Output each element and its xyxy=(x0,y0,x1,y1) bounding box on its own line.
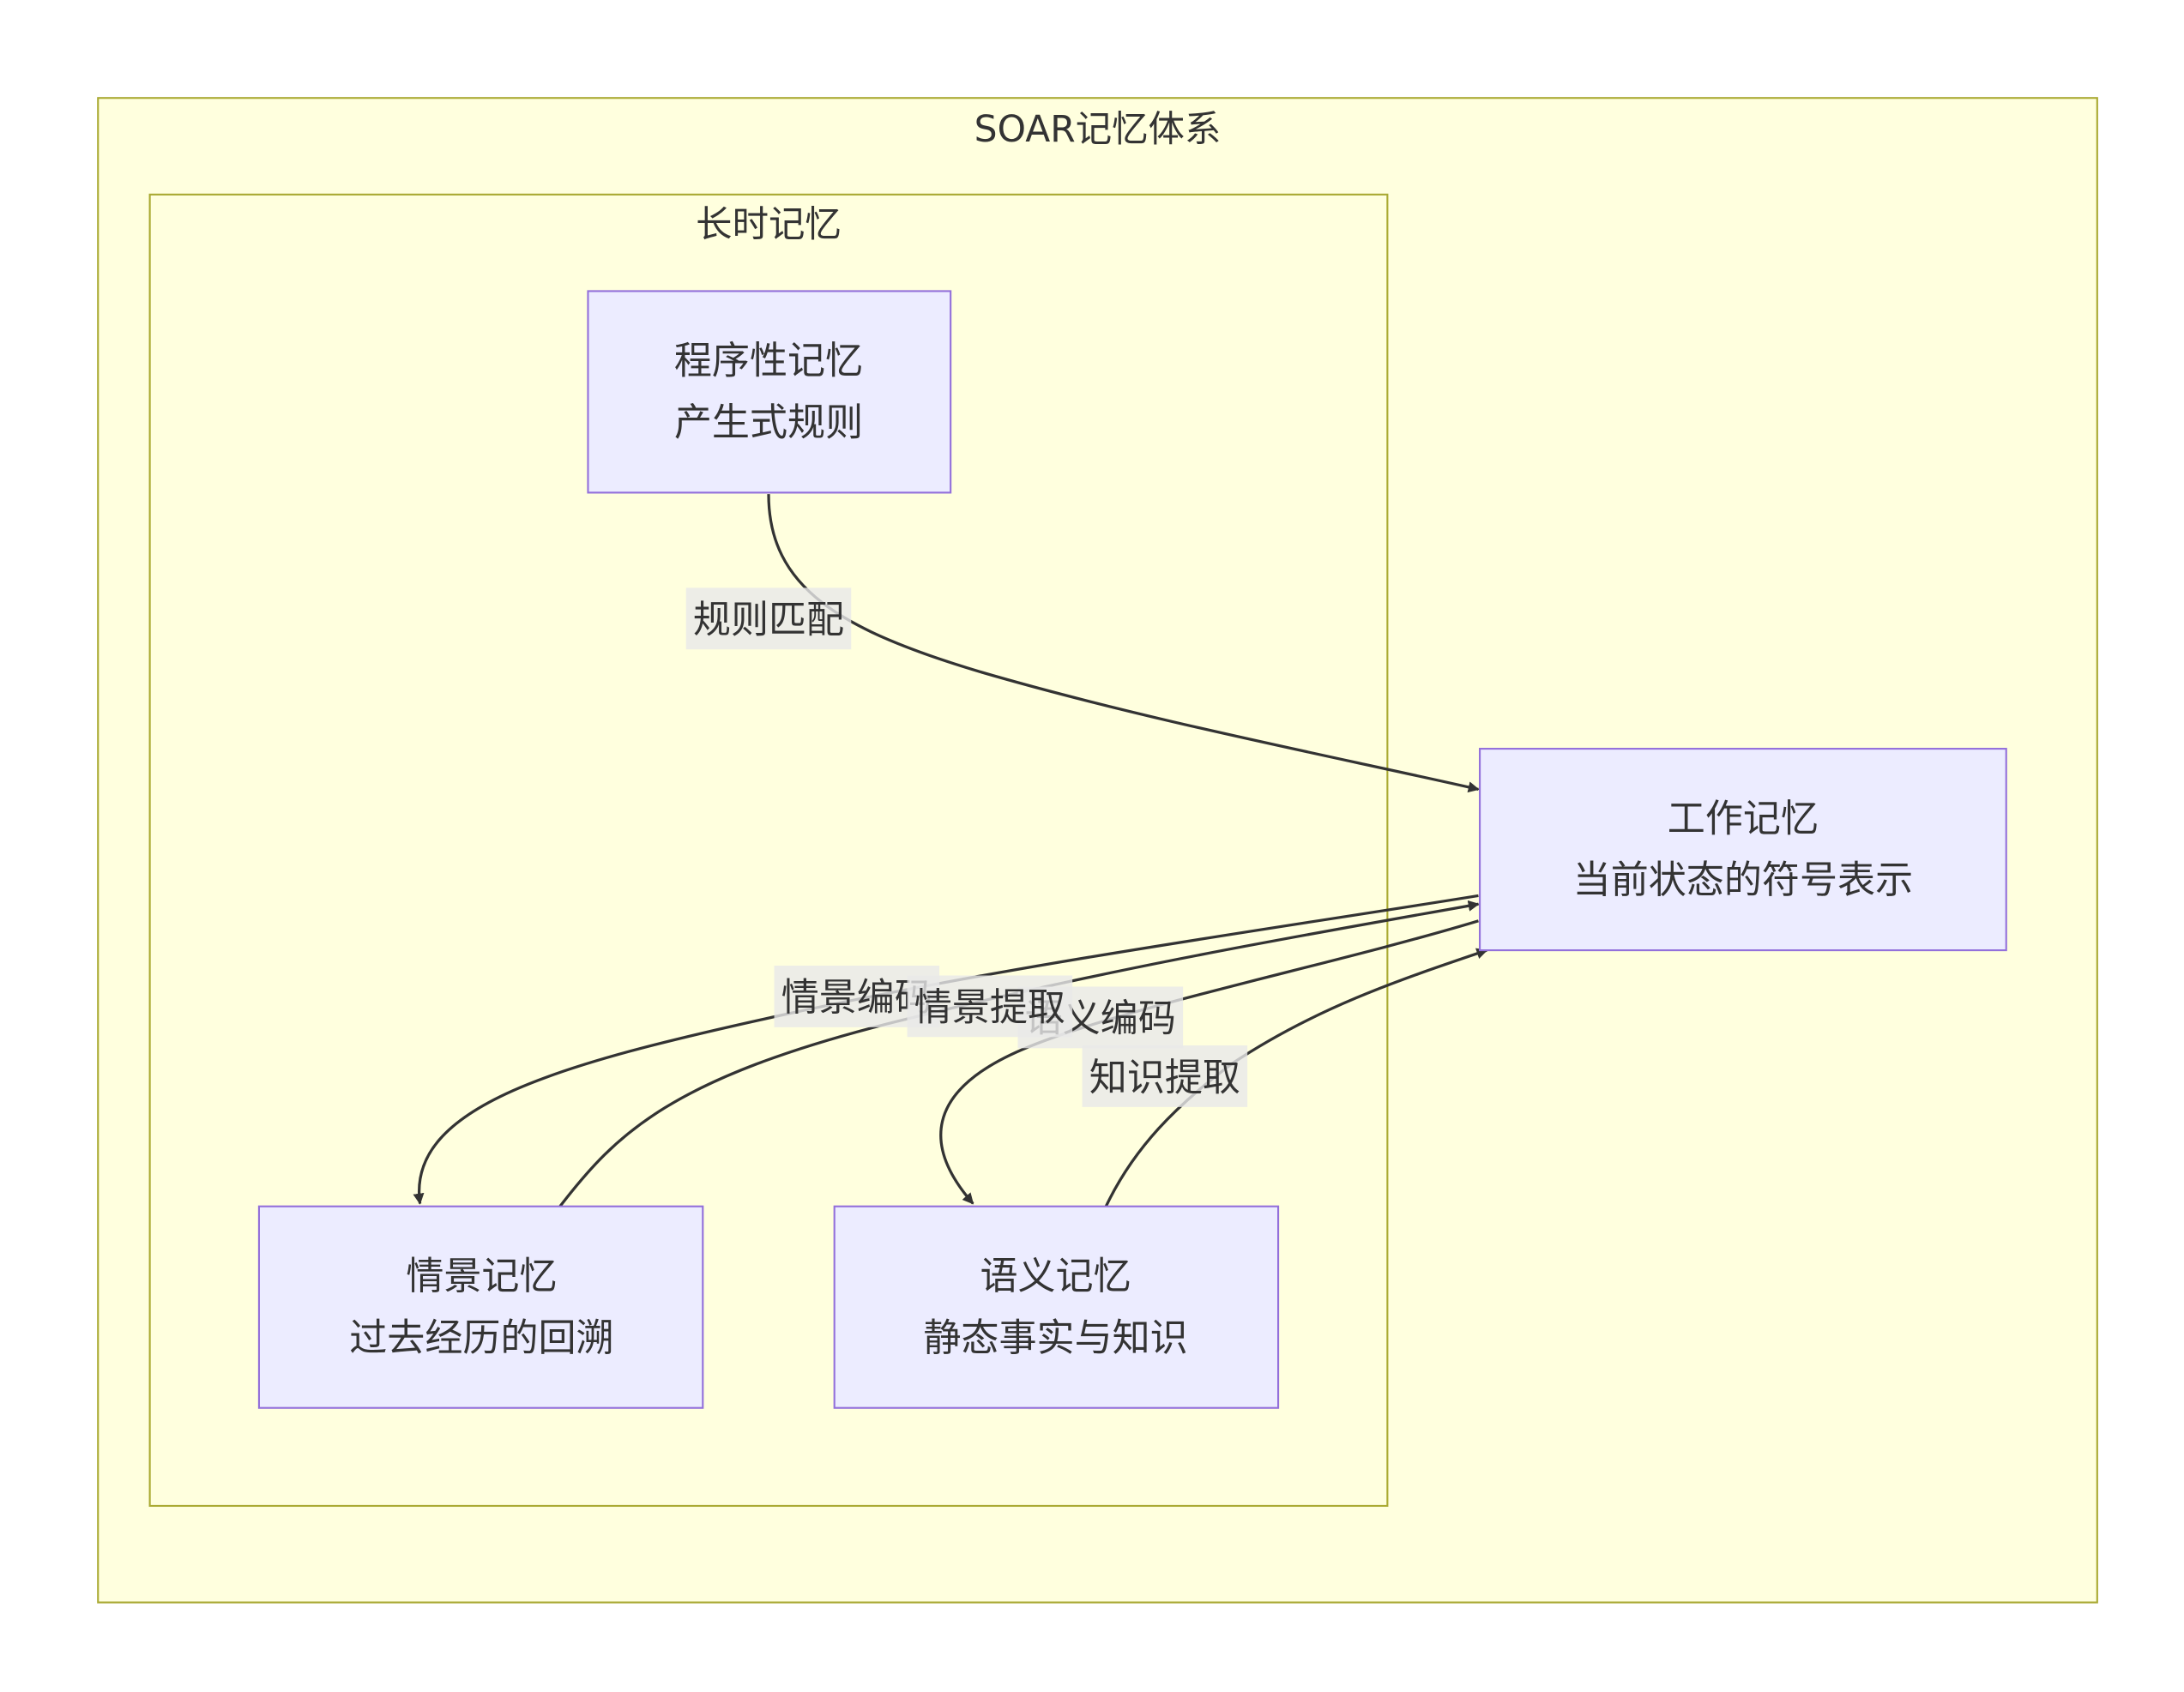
svg-text:当前状态的符号表示: 当前状态的符号表示 xyxy=(1573,858,1913,902)
cluster-title-soar: SOAR记忆体系 xyxy=(974,109,1222,151)
node-semantic-memory[interactable]: 语义记忆 静态事实与知识 xyxy=(833,1205,1280,1409)
svg-text:情景编码: 情景编码 xyxy=(781,976,932,1020)
edge-label-rule-matching: 规则匹配 xyxy=(685,587,852,650)
svg-text:静态事实与知识: 静态事实与知识 xyxy=(923,1316,1187,1360)
svg-text:情景记忆: 情景记忆 xyxy=(406,1255,557,1298)
node-episodic-memory[interactable]: 情景记忆 过去经历的回溯 xyxy=(257,1205,704,1409)
svg-text:产生式规则: 产生式规则 xyxy=(674,401,863,445)
edge-label-knowledge-retrieval: 知识提取 xyxy=(1082,1045,1248,1107)
svg-text:规则匹配: 规则匹配 xyxy=(693,599,844,642)
svg-text:程序性记忆: 程序性记忆 xyxy=(674,340,863,383)
svg-text:知识提取: 知识提取 xyxy=(1089,1056,1240,1099)
edge-label-episodic-retrieval: 情景提取 xyxy=(907,975,1073,1038)
svg-text:语义记忆: 语义记忆 xyxy=(980,1255,1131,1298)
edge-rule-matching xyxy=(767,494,1480,793)
svg-text:工作记忆: 工作记忆 xyxy=(1668,797,1819,840)
cluster-title-long-term: 长时记忆 xyxy=(696,204,842,246)
node-working-memory[interactable]: 工作记忆 当前状态的符号表示 xyxy=(1479,748,2007,952)
node-procedural-memory[interactable]: 程序性记忆 产生式规则 xyxy=(587,290,952,494)
svg-text:情景提取: 情景提取 xyxy=(914,986,1065,1030)
svg-text:过去经历的回溯: 过去经历的回溯 xyxy=(349,1316,613,1360)
